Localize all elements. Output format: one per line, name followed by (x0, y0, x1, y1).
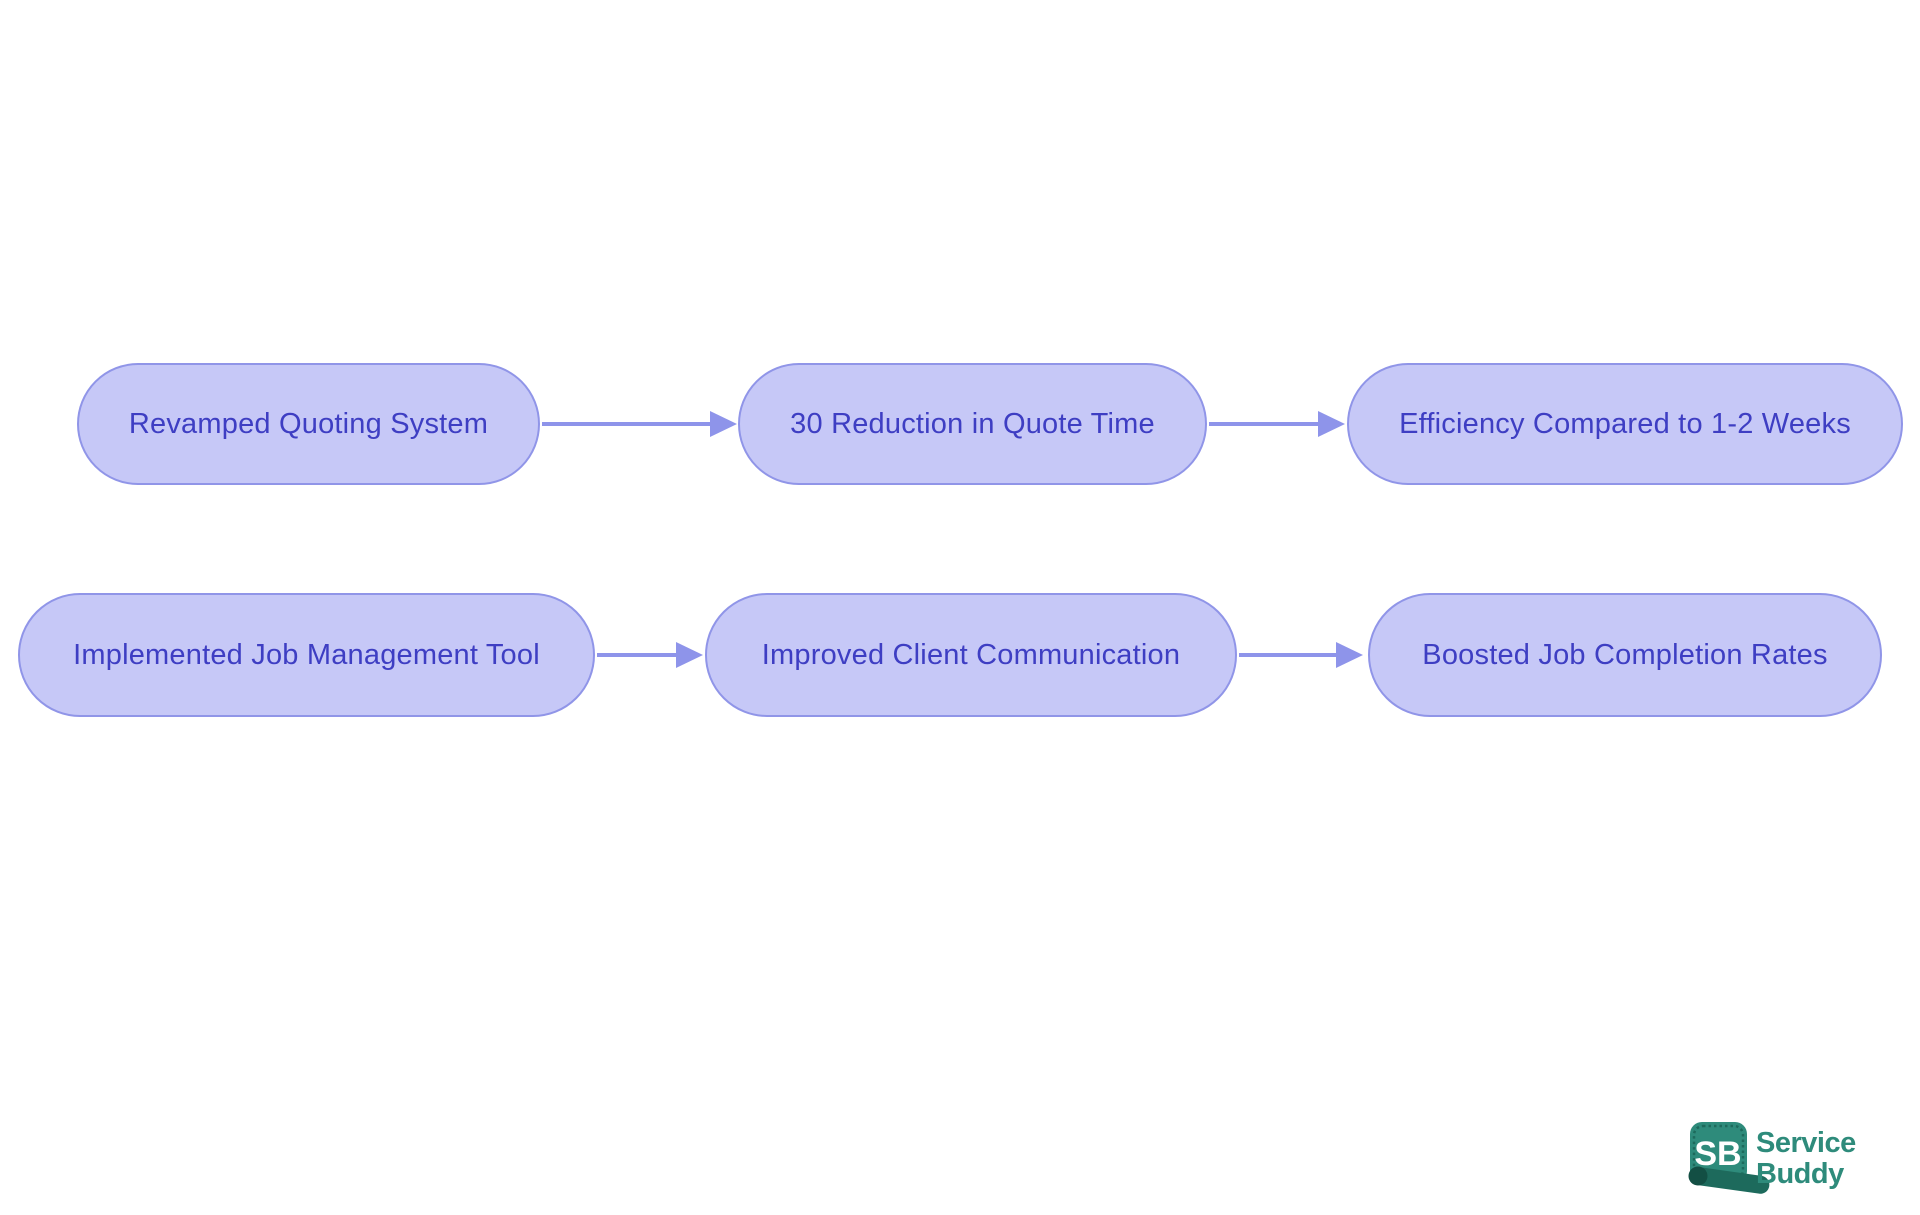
flow-node-label: Efficiency Compared to 1-2 Weeks (1399, 407, 1851, 440)
flow-node-client-communication: Improved Client Communication (705, 593, 1237, 717)
arrow-row2-2 (1239, 642, 1363, 668)
flow-node-label: Boosted Job Completion Rates (1422, 638, 1828, 671)
logo-wordmark-line1: Service (1756, 1127, 1856, 1159)
flow-node-job-completion-rates: Boosted Job Completion Rates (1368, 593, 1882, 717)
logo-patch-stitching (1692, 1124, 1745, 1181)
flow-node-job-management-tool: Implemented Job Management Tool (18, 593, 595, 717)
flow-node-label: Implemented Job Management Tool (73, 638, 540, 671)
service-buddy-logo: SB Service Buddy (1688, 1122, 1857, 1194)
arrow-row2-1 (597, 642, 703, 668)
logo-monogram: SB (1694, 1135, 1741, 1173)
logo-patch (1690, 1122, 1747, 1183)
logo-wordmark-line2: Buddy (1756, 1158, 1844, 1190)
flow-node-label: 30 Reduction in Quote Time (790, 407, 1155, 440)
flow-node-label: Improved Client Communication (761, 638, 1181, 671)
arrow-row1-2 (1209, 411, 1345, 437)
logo-roller-cap (1688, 1166, 1708, 1186)
logo-roller (1691, 1167, 1770, 1194)
flow-node-efficiency-compared: Efficiency Compared to 1-2 Weeks (1347, 363, 1903, 485)
flow-node-revamped-quoting-system: Revamped Quoting System (77, 363, 540, 485)
flow-node-label: Revamped Quoting System (128, 407, 489, 440)
flow-node-quote-time-reduction: 30 Reduction in Quote Time (738, 363, 1207, 485)
arrow-row1-1 (542, 411, 737, 437)
